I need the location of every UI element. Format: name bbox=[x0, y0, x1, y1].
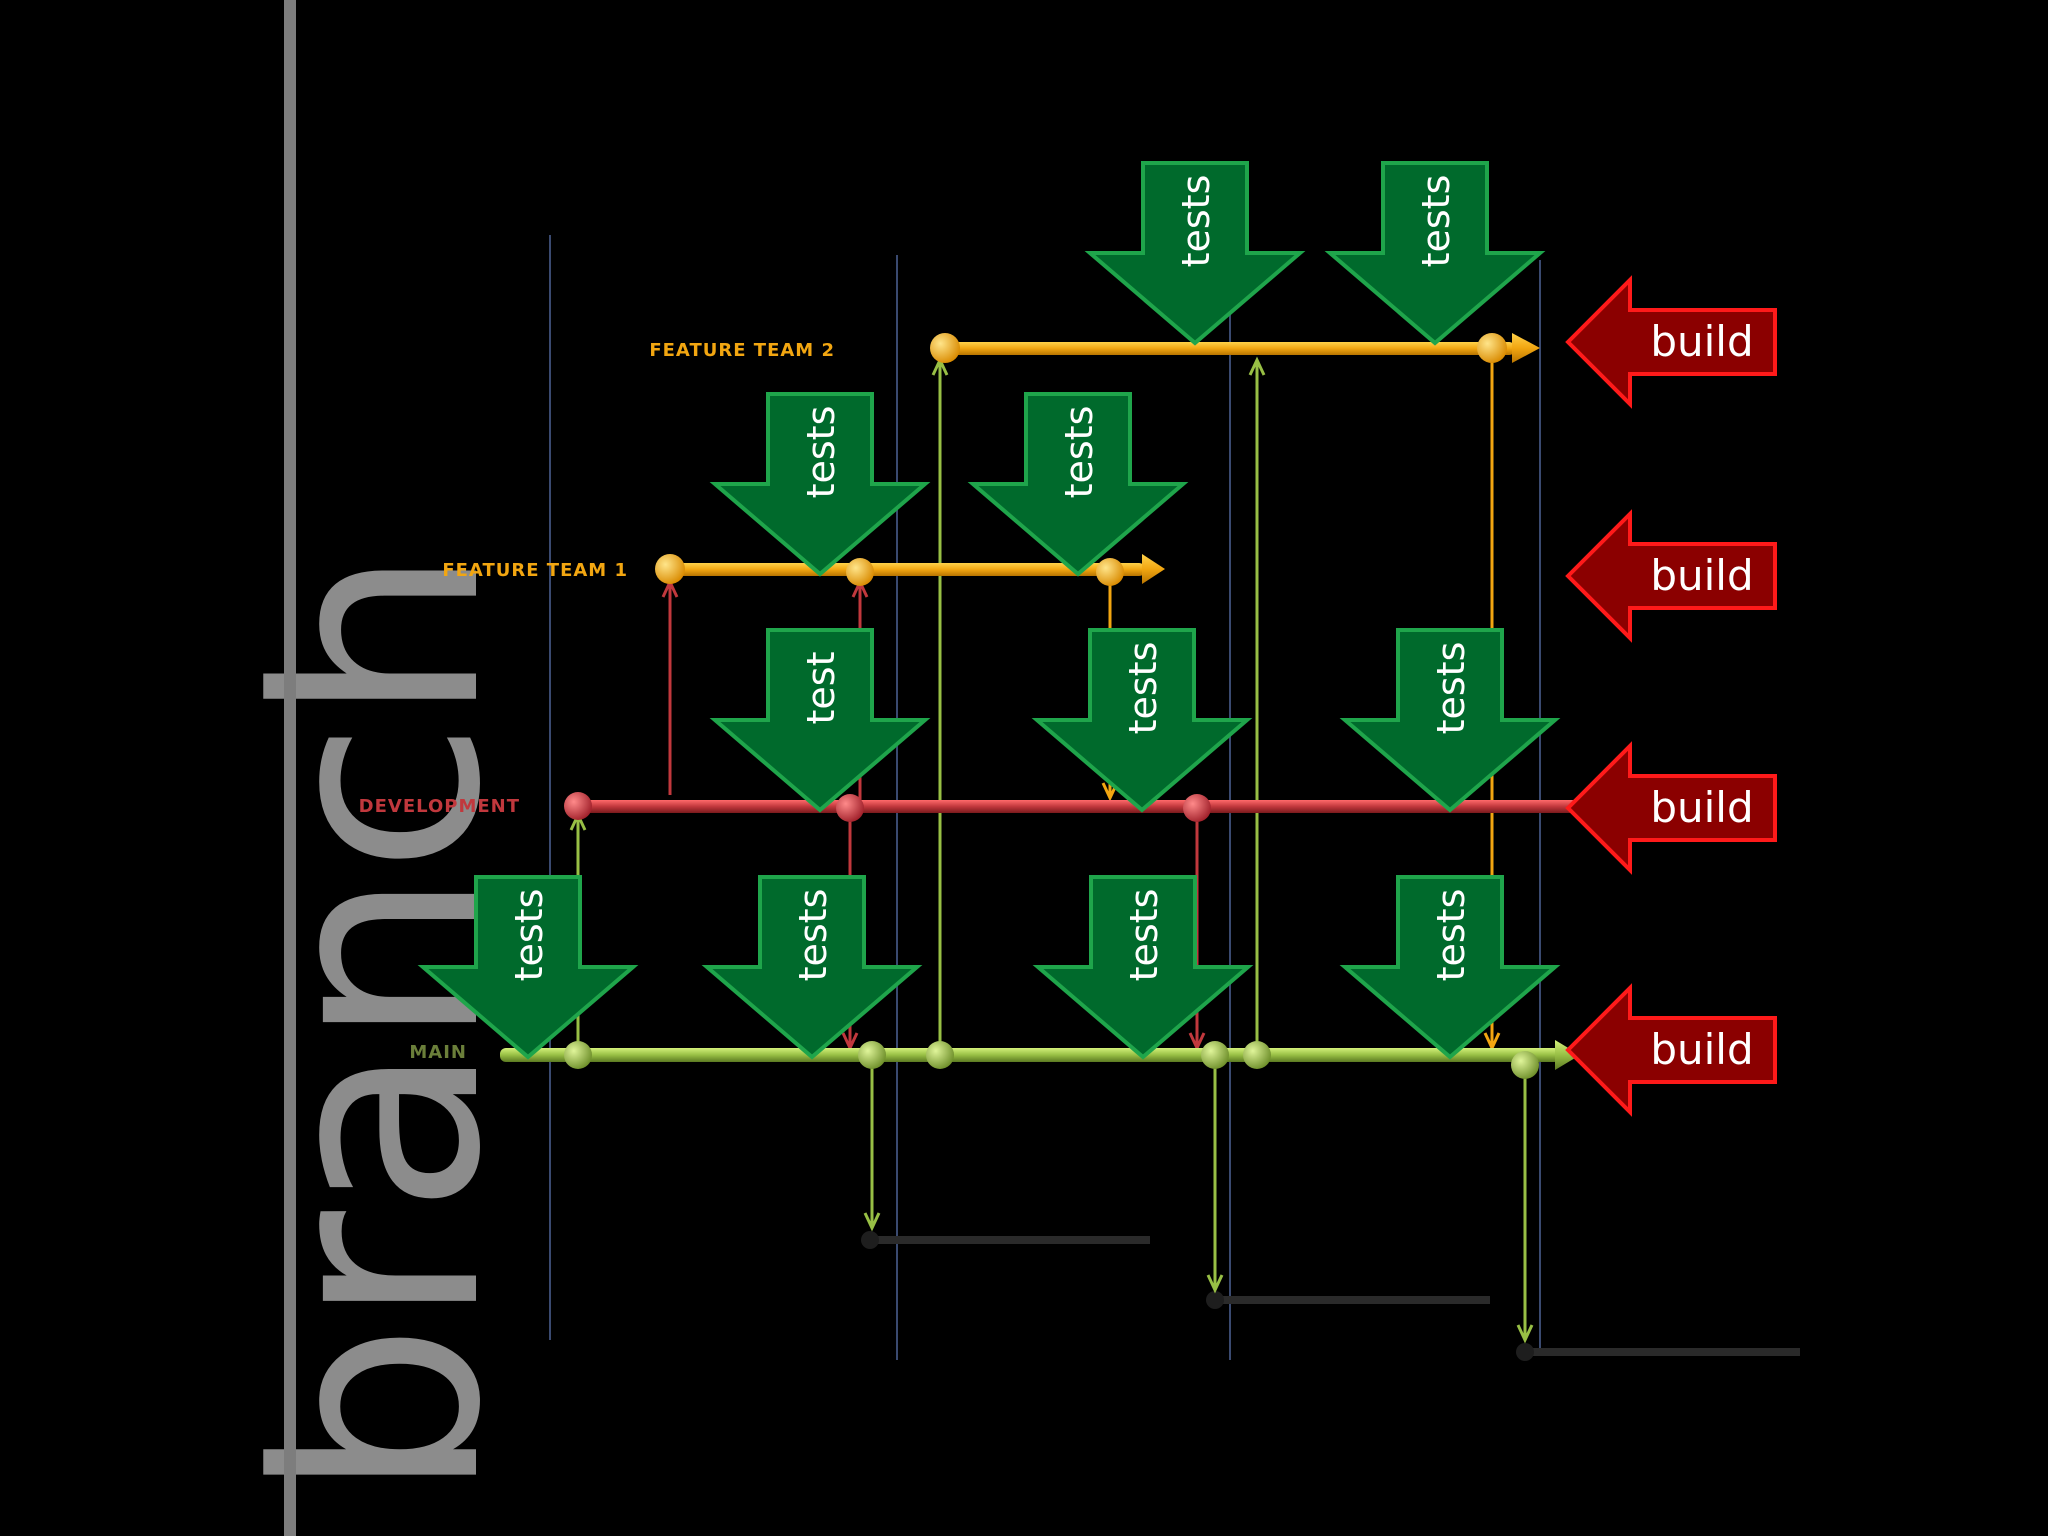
test-arrow-label: test bbox=[799, 652, 843, 725]
vertical-divider bbox=[284, 0, 296, 1536]
lane-arrowhead-ft2 bbox=[1512, 333, 1540, 363]
build-arrow-shape bbox=[1565, 275, 1777, 409]
lane-bar-main bbox=[500, 1048, 1560, 1062]
test-arrow-shape bbox=[1339, 628, 1561, 813]
connector-arrowhead bbox=[1516, 1324, 1534, 1344]
test-arrow-label: tests bbox=[1174, 175, 1218, 268]
lane-bar-ft1 bbox=[670, 563, 1145, 576]
test-arrow-shape bbox=[1339, 875, 1561, 1060]
lane-ft2 bbox=[930, 333, 1540, 363]
test-arrow-label: tests bbox=[1429, 889, 1473, 982]
build-arrow: build bbox=[1565, 741, 1777, 875]
build-arrow: build bbox=[1565, 983, 1777, 1117]
build-arrow: build bbox=[1565, 509, 1777, 643]
test-arrow-shape bbox=[1031, 628, 1253, 813]
lane-label-ft1: FEATURE TEAM 1 bbox=[442, 560, 628, 581]
test-arrow-shape bbox=[709, 392, 931, 577]
test-arrow: tests bbox=[1339, 875, 1561, 1060]
test-arrow: tests bbox=[1031, 628, 1253, 813]
commit-node bbox=[1243, 1041, 1271, 1069]
test-arrow-label: tests bbox=[1429, 642, 1473, 735]
test-arrow-label: tests bbox=[1121, 642, 1165, 735]
test-arrow-label: tests bbox=[1414, 175, 1458, 268]
lane-label-ft2: FEATURE TEAM 2 bbox=[649, 340, 835, 361]
lane-main bbox=[500, 1040, 1580, 1079]
lane-ft1 bbox=[655, 554, 1165, 586]
lane-development bbox=[564, 792, 1578, 822]
test-arrow: tests bbox=[701, 875, 923, 1060]
test-arrow-shape bbox=[701, 875, 923, 1060]
connector-arrowhead bbox=[1206, 1274, 1224, 1294]
commit-node bbox=[1183, 794, 1211, 822]
build-arrow-label: build bbox=[1650, 551, 1753, 600]
commit-node bbox=[930, 333, 960, 363]
commit-node bbox=[1096, 558, 1124, 586]
lane-arrowhead-main bbox=[1555, 1040, 1580, 1070]
build-arrows: build build build build bbox=[1565, 275, 1777, 1117]
build-arrow-shape bbox=[1565, 983, 1777, 1117]
commit-node bbox=[846, 558, 874, 586]
test-arrow-label: tests bbox=[1122, 889, 1166, 982]
test-arrow: tests bbox=[417, 875, 639, 1060]
test-arrow-shape bbox=[1084, 161, 1306, 346]
lane-arrowhead-ft1 bbox=[1142, 554, 1165, 584]
commit-node bbox=[564, 792, 592, 820]
test-arrow: tests bbox=[1339, 628, 1561, 813]
test-arrow: tests bbox=[967, 392, 1189, 577]
future-branch-node bbox=[1516, 1343, 1534, 1361]
build-arrow-label: build bbox=[1650, 317, 1753, 366]
lane-bar-development bbox=[578, 800, 1578, 813]
lane-label-main: MAIN bbox=[409, 1042, 467, 1063]
future-branches bbox=[861, 1231, 1800, 1361]
commit-node bbox=[655, 554, 685, 584]
build-arrow-shape bbox=[1565, 741, 1777, 875]
commit-node bbox=[836, 794, 864, 822]
future-branch-node bbox=[861, 1231, 879, 1249]
test-arrow: tests bbox=[1084, 161, 1306, 346]
test-arrow-shape bbox=[967, 392, 1189, 577]
connector-arrowhead bbox=[863, 1212, 881, 1232]
test-arrow-label: tests bbox=[791, 889, 835, 982]
future-branch-node bbox=[1206, 1291, 1224, 1309]
test-arrows: tests tests tests tests test tests tests tests t… bbox=[417, 161, 1561, 1060]
test-arrow-label: tests bbox=[507, 889, 551, 982]
build-arrow-label: build bbox=[1650, 783, 1753, 832]
test-arrow: test bbox=[709, 628, 931, 813]
commit-node bbox=[1477, 333, 1507, 363]
test-arrow-shape bbox=[1324, 161, 1546, 346]
build-arrow: build bbox=[1565, 275, 1777, 409]
connector-arrowhead bbox=[1248, 356, 1266, 376]
commit-node bbox=[564, 1041, 592, 1069]
commit-node bbox=[1511, 1051, 1539, 1079]
commit-node bbox=[926, 1041, 954, 1069]
commit-node bbox=[858, 1041, 886, 1069]
lane-bar-ft2 bbox=[945, 342, 1515, 355]
build-arrow-label: build bbox=[1650, 1025, 1753, 1074]
test-arrow-label: tests bbox=[799, 406, 843, 499]
test-arrow-shape bbox=[417, 875, 639, 1060]
test-arrow-shape bbox=[709, 628, 931, 813]
build-arrow-shape bbox=[1565, 509, 1777, 643]
test-arrow: tests bbox=[709, 392, 931, 577]
test-arrow: tests bbox=[1032, 875, 1254, 1060]
test-arrow-shape bbox=[1032, 875, 1254, 1060]
test-arrow-label: tests bbox=[1057, 406, 1101, 499]
lane-label-development: DEVELOPMENT bbox=[359, 796, 520, 817]
commit-node bbox=[1201, 1041, 1229, 1069]
test-arrow: tests bbox=[1324, 161, 1546, 346]
